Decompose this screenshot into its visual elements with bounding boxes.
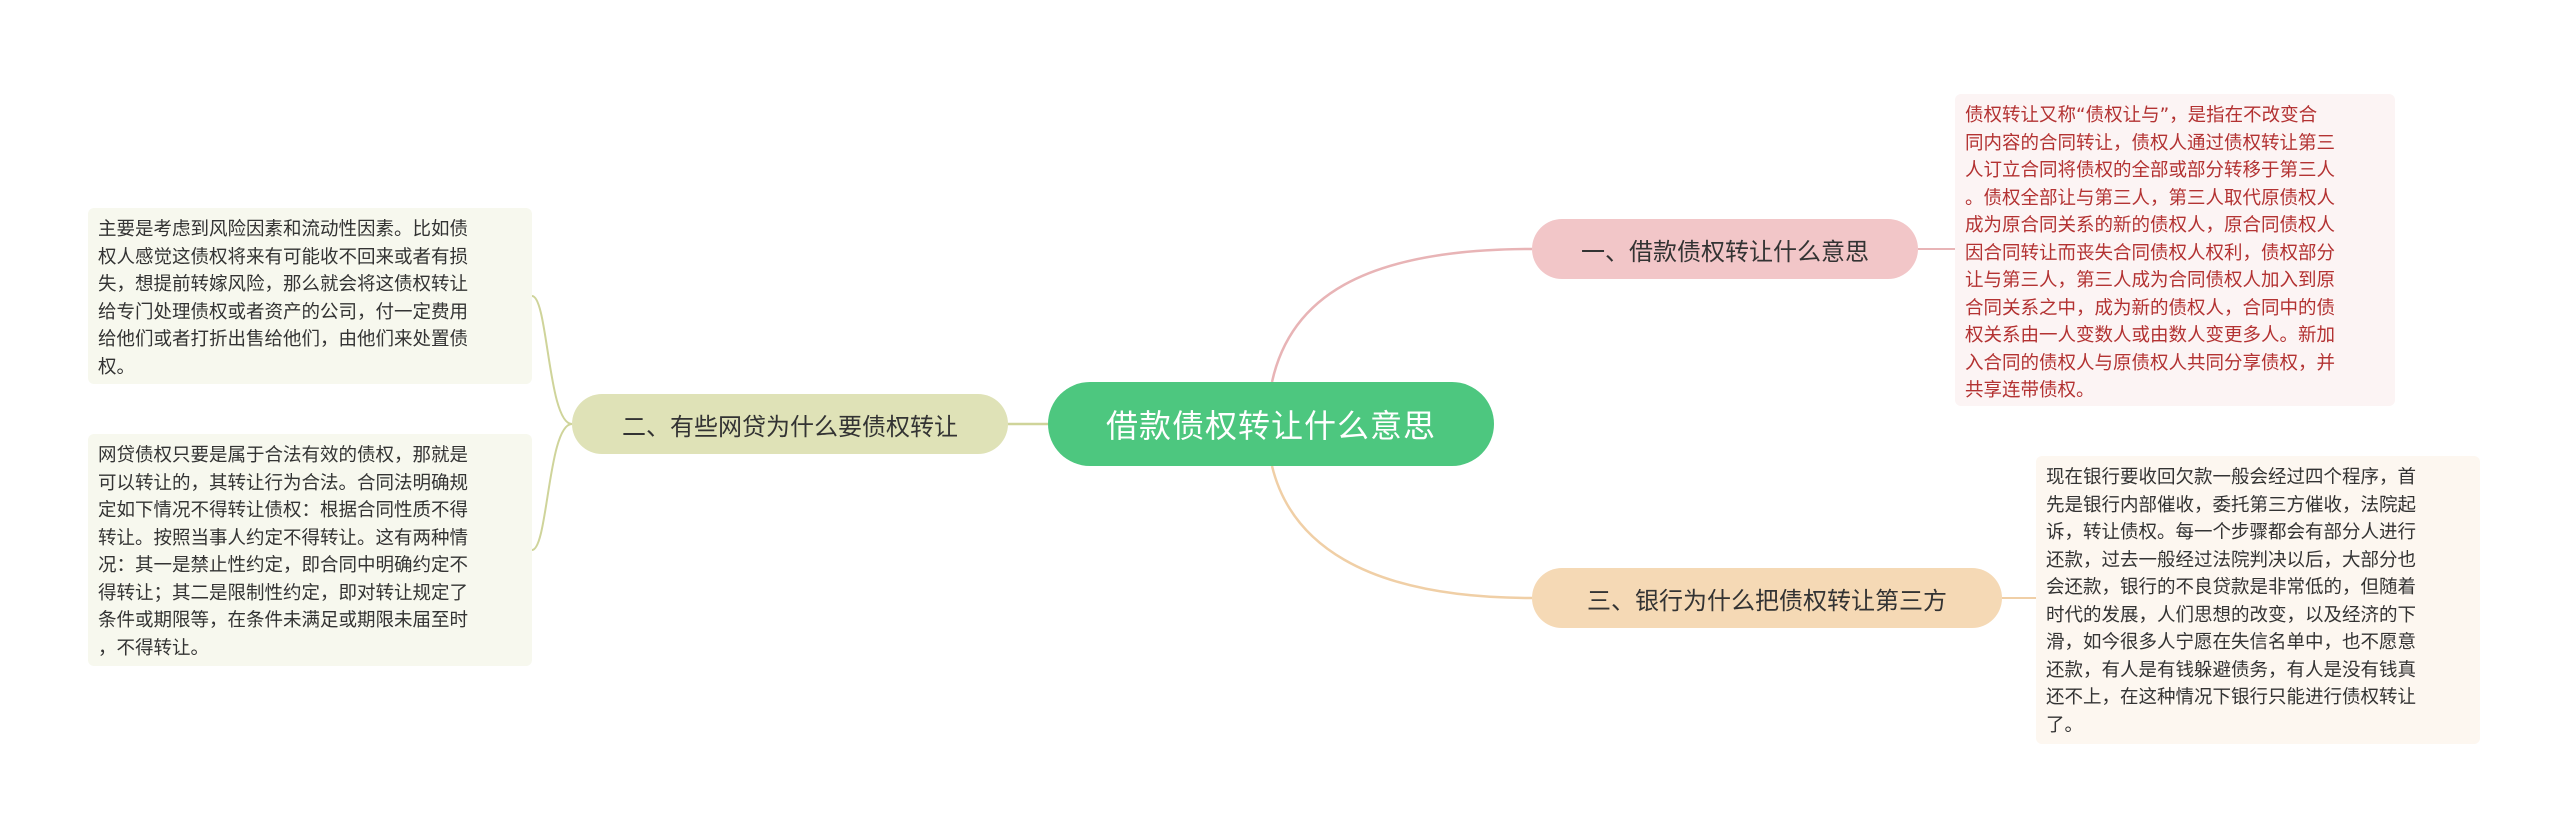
link-central-branch1 — [1270, 247, 1533, 383]
branch-topic-1[interactable]: 一、借款债权转让什么意思 — [1532, 219, 1918, 279]
link-central-branch3 — [1270, 465, 1533, 600]
link-branch2-leaf-b — [531, 423, 573, 551]
leaf-text-branch1[interactable]: 债权转让又称“债权让与”，是指在不改变合 同内容的合同转让，债权人通过债权转让第… — [1955, 94, 2395, 406]
leaf-text-branch2-a[interactable]: 主要是考虑到风险因素和流动性因素。比如债 权人感觉这债权将来有可能收不回来或者有… — [88, 208, 532, 384]
branch-topic-3[interactable]: 三、银行为什么把债权转让第三方 — [1532, 568, 2002, 628]
link-branch2-leaf-a — [531, 295, 573, 425]
branch-topic-2[interactable]: 二、有些网贷为什么要债权转让 — [572, 394, 1008, 454]
leaf-text-branch3[interactable]: 现在银行要收回欠款一般会经过四个程序，首 先是银行内部催收，委托第三方催收，法院… — [2036, 456, 2480, 744]
central-topic[interactable]: 借款债权转让什么意思 — [1048, 382, 1494, 466]
leaf-text-branch2-b[interactable]: 网贷债权只要是属于合法有效的债权，那就是 可以转让的，其转让行为合法。合同法明确… — [88, 434, 532, 666]
